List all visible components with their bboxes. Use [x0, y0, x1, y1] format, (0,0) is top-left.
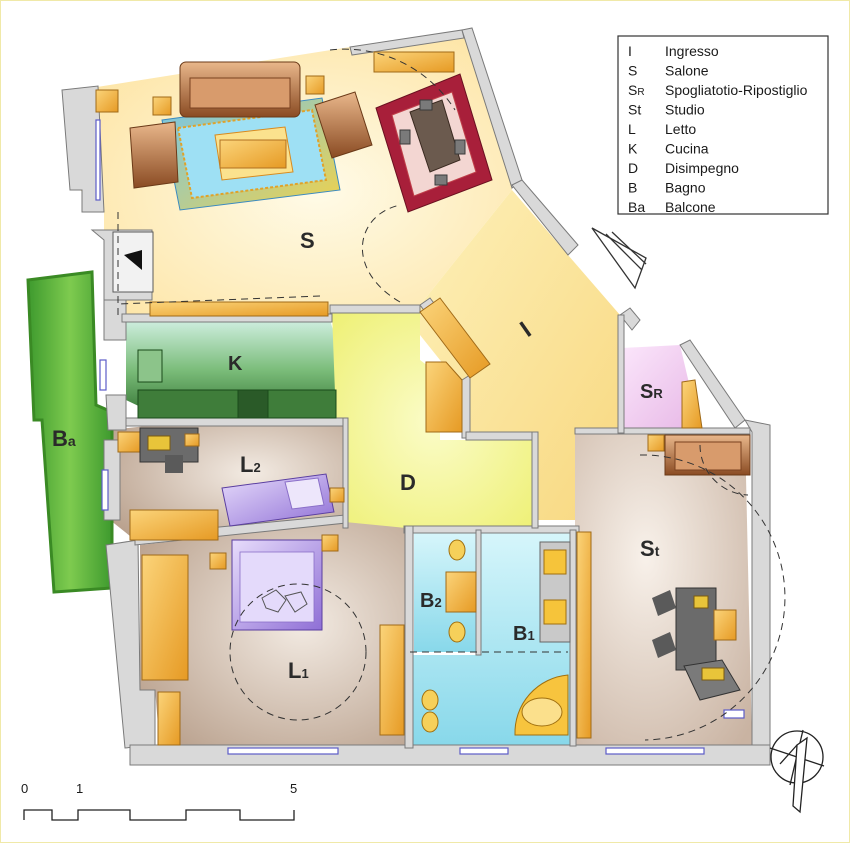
legend-name: Balcone — [665, 199, 716, 215]
room-label-letto1: L1 — [288, 658, 309, 683]
dining-area — [375, 73, 493, 213]
legend-code: B — [628, 180, 637, 196]
kitchen-counters — [137, 349, 337, 419]
spogliatoio-floor — [622, 345, 700, 430]
scale-label-1: 1 — [76, 781, 83, 796]
skylight-icon — [591, 227, 647, 290]
scale-label-5: 5 — [290, 781, 297, 796]
letto1-floor — [140, 522, 410, 748]
spogliatoio-wardrobe — [681, 379, 703, 429]
legend-name: Cucina — [665, 141, 709, 157]
side-tables — [95, 51, 455, 116]
room-label-letto2: L2 — [240, 452, 261, 477]
legend-code: SR — [628, 82, 645, 98]
room-label-salone: S — [300, 228, 315, 253]
room-label-bagno2: B2 — [420, 590, 442, 612]
legend-code: I — [628, 43, 632, 59]
salone-sideboard — [149, 301, 329, 317]
scale-bar: 0 1 5 — [21, 781, 297, 821]
studio-furniture — [576, 434, 751, 739]
room-label-studio: St — [640, 536, 660, 561]
legend-name: Bagno — [665, 180, 706, 196]
room-label-spogliatoio: SR — [640, 381, 663, 403]
letto2-furniture — [117, 427, 345, 541]
salone-sofas — [129, 61, 373, 189]
door-swings — [117, 48, 786, 741]
legend-name: Disimpegno — [665, 160, 739, 176]
fireplace — [112, 231, 154, 293]
letto1-furniture — [141, 534, 405, 746]
legend-code: S — [628, 63, 637, 79]
room-label-cucina: K — [228, 353, 243, 375]
legend-name: Studio — [665, 102, 705, 118]
ingresso-cabinet — [419, 297, 491, 433]
north-arrow-icon — [769, 729, 825, 814]
legend-name: Spogliatotio-Ripostiglio — [665, 82, 808, 98]
legend-name: Ingresso — [665, 43, 719, 59]
room-label-disimpegno: D — [400, 470, 416, 495]
legend-code: D — [628, 160, 638, 176]
balcone-floor — [26, 270, 114, 594]
legend-code: St — [628, 102, 641, 118]
legend-name: Salone — [665, 63, 709, 79]
studio-floor — [575, 432, 752, 745]
scale-label-0: 0 — [21, 781, 28, 796]
legend-code: Ba — [628, 199, 645, 215]
salone-rug — [161, 97, 341, 211]
legend-code: L — [628, 121, 636, 137]
room-label-balcone: Ba — [52, 426, 76, 451]
legend-name: Letto — [665, 121, 696, 137]
bath-fixtures — [421, 539, 571, 736]
legend-code: K — [628, 141, 638, 157]
room-label-bagno1: B1 — [513, 623, 535, 645]
